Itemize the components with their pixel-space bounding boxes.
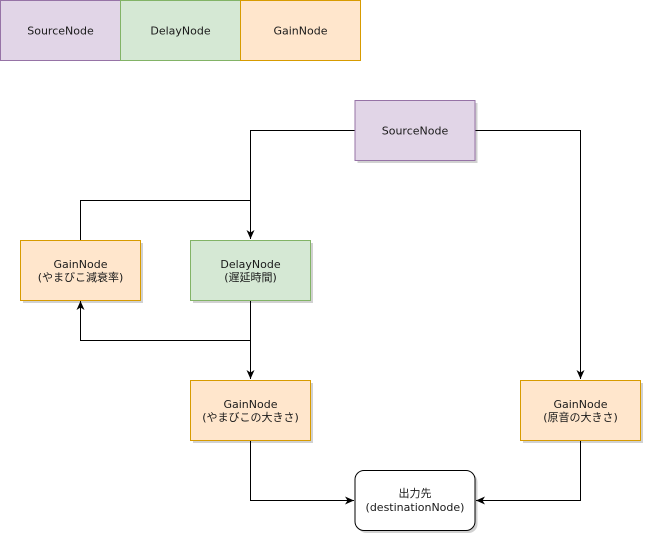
node-output: 出力先 (destinationNode) xyxy=(354,470,478,533)
edge-gain-feedback-to-delay xyxy=(80,200,251,240)
node-delay: DelayNode (遅延時間) xyxy=(190,240,313,303)
node-gain-original-label-line1: GainNode xyxy=(553,398,607,411)
edge-gain-echo-to-output xyxy=(250,440,354,505)
edge-gain-original-to-output xyxy=(476,440,581,505)
node-delay-label-line2: (遅延時間) xyxy=(224,271,277,284)
legend-gain-node: GainNode xyxy=(240,0,361,61)
node-gain-echo: GainNode (やまびこの大きさ) xyxy=(190,380,313,443)
edge-source-to-gain-original xyxy=(475,130,585,379)
node-gain-feedback-label-line2: (やまびこ減衰率) xyxy=(38,270,124,284)
legend-delay-label: DelayNode xyxy=(150,25,210,38)
node-gain-original-label-line2: (原音の大きさ) xyxy=(543,410,618,424)
legend: SourceNode DelayNode GainNode xyxy=(0,0,361,61)
legend-source-label: SourceNode xyxy=(27,25,94,38)
node-gain-echo-label-line2: (やまびこの大きさ) xyxy=(202,410,299,424)
edges xyxy=(76,130,585,505)
node-gain-feedback-label-line1: GainNode xyxy=(53,258,107,271)
node-output-label-line2: (destinationNode) xyxy=(366,501,465,514)
legend-gain-label: GainNode xyxy=(273,25,327,38)
node-source: SourceNode xyxy=(354,100,478,163)
node-gain-echo-label-line1: GainNode xyxy=(223,398,277,411)
edge-source-to-delay xyxy=(246,130,355,239)
edge-delay-to-gain-feedback xyxy=(76,300,251,341)
node-source-label: SourceNode xyxy=(382,125,449,138)
node-gain-feedback: GainNode (やまびこ減衰率) xyxy=(20,240,143,303)
legend-source-node: SourceNode xyxy=(0,0,121,61)
node-delay-label-line1: DelayNode xyxy=(220,258,280,271)
node-gain-original: GainNode (原音の大きさ) xyxy=(520,380,643,443)
legend-delay-node: DelayNode xyxy=(120,0,241,61)
node-output-label-line1: 出力先 xyxy=(399,486,432,500)
